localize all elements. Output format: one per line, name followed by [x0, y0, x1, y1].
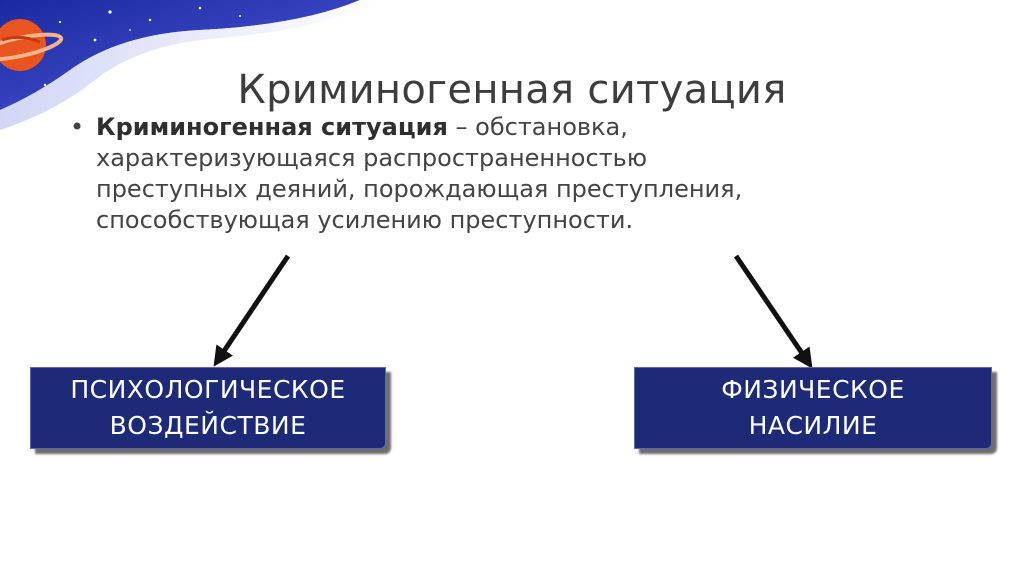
- slide-title: Криминогенная ситуация: [0, 67, 1024, 113]
- bullet-icon: •: [70, 112, 84, 143]
- arrow-down-right: [736, 256, 808, 362]
- arrow-down-left: [218, 256, 288, 360]
- box-left-line2: ВОЗДЕЙСТВИЕ: [110, 408, 307, 444]
- box-right-line1: ФИЗИЧЕСКОЕ: [721, 372, 905, 408]
- definition-text: Криминогенная ситуация – обстановка, хар…: [70, 112, 790, 236]
- box-psychological-influence: ПСИХОЛОГИЧЕСКОЕ ВОЗДЕЙСТВИЕ: [30, 367, 386, 449]
- box-physical-violence: ФИЗИЧЕСКОЕ НАСИЛИЕ: [634, 367, 992, 449]
- box-right-line2: НАСИЛИЕ: [749, 408, 878, 444]
- definition-bullet: • Криминогенная ситуация – обстановка, х…: [70, 112, 790, 236]
- definition-term: Криминогенная ситуация: [96, 113, 448, 141]
- box-left-line1: ПСИХОЛОГИЧЕСКОЕ: [70, 372, 345, 408]
